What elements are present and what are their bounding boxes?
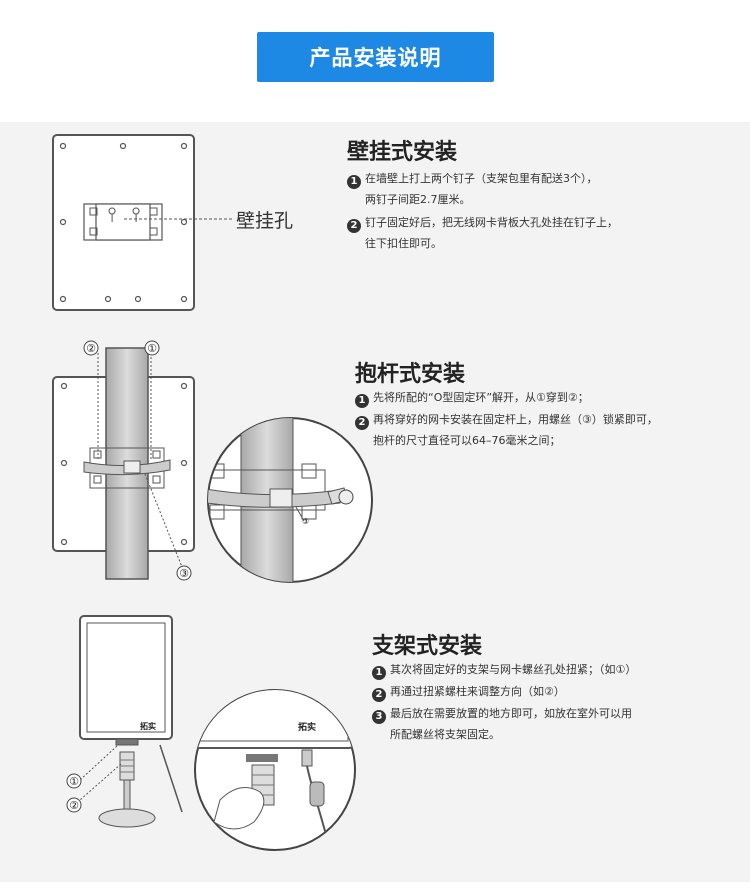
step-text: 其次将固定好的支架与网卡螺丝孔处扭紧；（如①）: [390, 663, 637, 676]
wall-step-2: 2 钉子固定好后，把无线网卡背板大孔处挂在钉子上， 往下扣住即可。: [347, 212, 618, 254]
footer-strip: [0, 882, 750, 894]
stand-marker-1: ①: [69, 775, 79, 788]
step-text: 先将所配的“O型固定环”解开，从①穿到②；: [373, 391, 589, 404]
step-number: 2: [372, 688, 386, 702]
wall-bracket: [83, 203, 163, 241]
page-title: 产品安装说明: [257, 32, 494, 82]
stand-marker-2: ②: [69, 799, 79, 812]
step-text-cont: 两钉子间距2.7厘米。: [365, 193, 471, 206]
step-number: 2: [347, 219, 361, 233]
marker-3: ③: [179, 567, 189, 580]
stand-detail-zoom: 拓实: [194, 689, 356, 851]
step-number: 1: [347, 175, 361, 189]
step-text: 最后放在需要放置的地方即可，如放在室外可以用: [390, 707, 632, 720]
wall-step-1: 1 在墙壁上打上两个钉子（支架包里有配送3个）， 两钉子间距2.7厘米。: [347, 168, 598, 210]
pole-step-1: 1 先将所配的“O型固定环”解开，从①穿到②；: [355, 387, 589, 408]
stand-step-2: 2 再通过扭紧螺柱来调整方向（如②）: [372, 681, 565, 702]
wall-mount-title: 壁挂式安装: [347, 140, 458, 165]
marker-1: ①: [147, 342, 157, 355]
pole-step-2: 2 再将穿好的网卡安装在固定杆上，用螺丝（③）锁紧即可， 抱杆的尺寸直径可以64–…: [355, 409, 658, 451]
stand-mount-illustration: 拓实 ① ②: [66, 615, 183, 828]
wall-mount-panel: [52, 134, 232, 311]
step-number: 3: [372, 710, 386, 724]
detail-brand-logo: 拓实: [298, 721, 316, 733]
pole-detail-zoom: ③: [207, 417, 373, 583]
stand-step-3: 3 最后放在需要放置的地方即可，如放在室外可以用 所配螺丝将支架固定。: [372, 703, 632, 745]
stand-mount-title: 支架式安装: [372, 634, 483, 659]
step-text-cont: 往下扣住即可。: [365, 237, 442, 250]
step-text: 钉子固定好后，把无线网卡背板大孔处挂在钉子上，: [365, 216, 618, 229]
step-number: 1: [372, 666, 386, 680]
step-text-cont: 所配螺丝将支架固定。: [390, 728, 500, 741]
stand-step-1: 1 其次将固定好的支架与网卡螺丝孔处扭紧；（如①）: [372, 659, 636, 680]
detail-marker-3: ③: [302, 517, 309, 526]
step-text-cont: 抱杆的尺寸直径可以64–76毫米之间；: [373, 434, 561, 447]
step-number: 1: [355, 394, 369, 408]
pole: [105, 347, 149, 580]
header: 产品安装说明: [0, 0, 750, 122]
pole-mount-illustration: ② ① ③: [52, 340, 195, 581]
wall-hole-label: 壁挂孔: [236, 210, 294, 232]
step-text: 再通过扭紧螺柱来调整方向（如②）: [390, 685, 565, 698]
step-text: 再将穿好的网卡安装在固定杆上，用螺丝（③）锁紧即可，: [373, 413, 658, 426]
pole-mount-title: 抱杆式安装: [355, 362, 466, 387]
marker-2: ②: [86, 342, 96, 355]
step-number: 2: [355, 416, 369, 430]
step-text: 在墙壁上打上两个钉子（支架包里有配送3个），: [365, 172, 598, 185]
brand-logo: 拓实: [140, 721, 156, 731]
